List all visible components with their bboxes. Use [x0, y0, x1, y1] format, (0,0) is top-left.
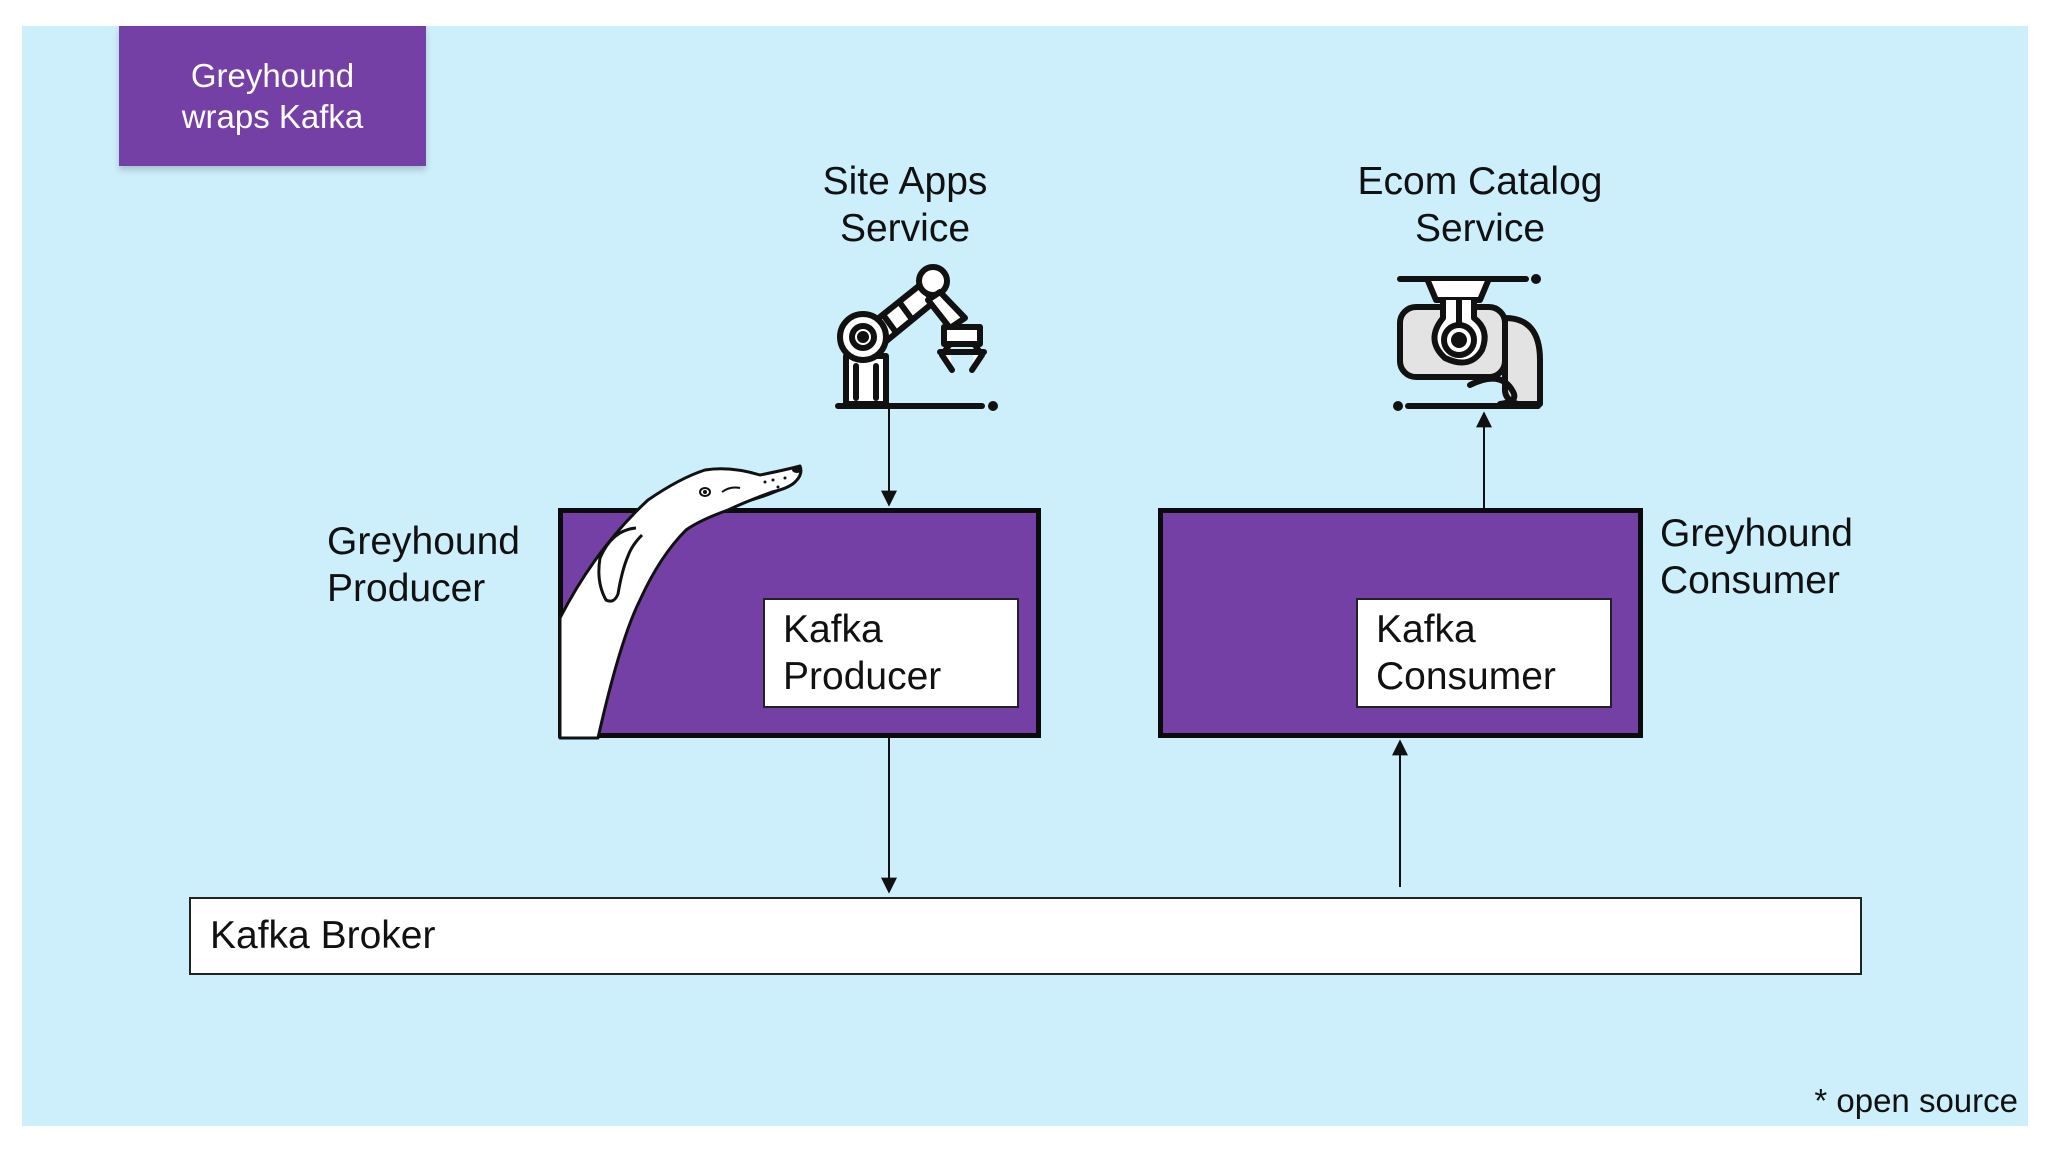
- title-tag: Greyhound wraps Kafka: [119, 26, 426, 166]
- title-tag-line1: Greyhound: [190, 57, 355, 94]
- greyhound-producer-label: Greyhound Producer: [327, 518, 520, 612]
- title-tag-line2: wraps Kafka: [181, 98, 364, 135]
- kafka-producer-line2: Producer: [783, 655, 942, 698]
- site-apps-service-label: Site Apps Service: [790, 158, 1020, 252]
- greyhound-consumer-label: Greyhound Consumer: [1660, 510, 1853, 604]
- site-apps-label-line2: Service: [839, 207, 971, 250]
- kafka-consumer-line1: Kafka: [1376, 608, 1476, 651]
- kafka-producer-box: Kafka Producer: [763, 598, 1019, 708]
- footnote: * open source: [1814, 1082, 2018, 1119]
- kafka-broker-label: Kafka Broker: [210, 914, 436, 957]
- ecom-catalog-label-line1: Ecom Catalog: [1357, 160, 1603, 203]
- greyhound-producer-line2: Producer: [327, 567, 486, 610]
- kafka-producer-line1: Kafka: [783, 608, 883, 651]
- kafka-consumer-box: Kafka Consumer: [1356, 598, 1612, 708]
- site-apps-label-line1: Site Apps: [822, 160, 988, 203]
- kafka-consumer-line2: Consumer: [1376, 655, 1556, 698]
- kafka-broker-box: Kafka Broker: [189, 897, 1862, 975]
- ecom-catalog-service-label: Ecom Catalog Service: [1330, 158, 1630, 252]
- greyhound-consumer-line2: Consumer: [1660, 559, 1840, 602]
- greyhound-producer-line1: Greyhound: [327, 520, 520, 563]
- greyhound-consumer-line1: Greyhound: [1660, 512, 1853, 555]
- ecom-catalog-label-line2: Service: [1414, 207, 1546, 250]
